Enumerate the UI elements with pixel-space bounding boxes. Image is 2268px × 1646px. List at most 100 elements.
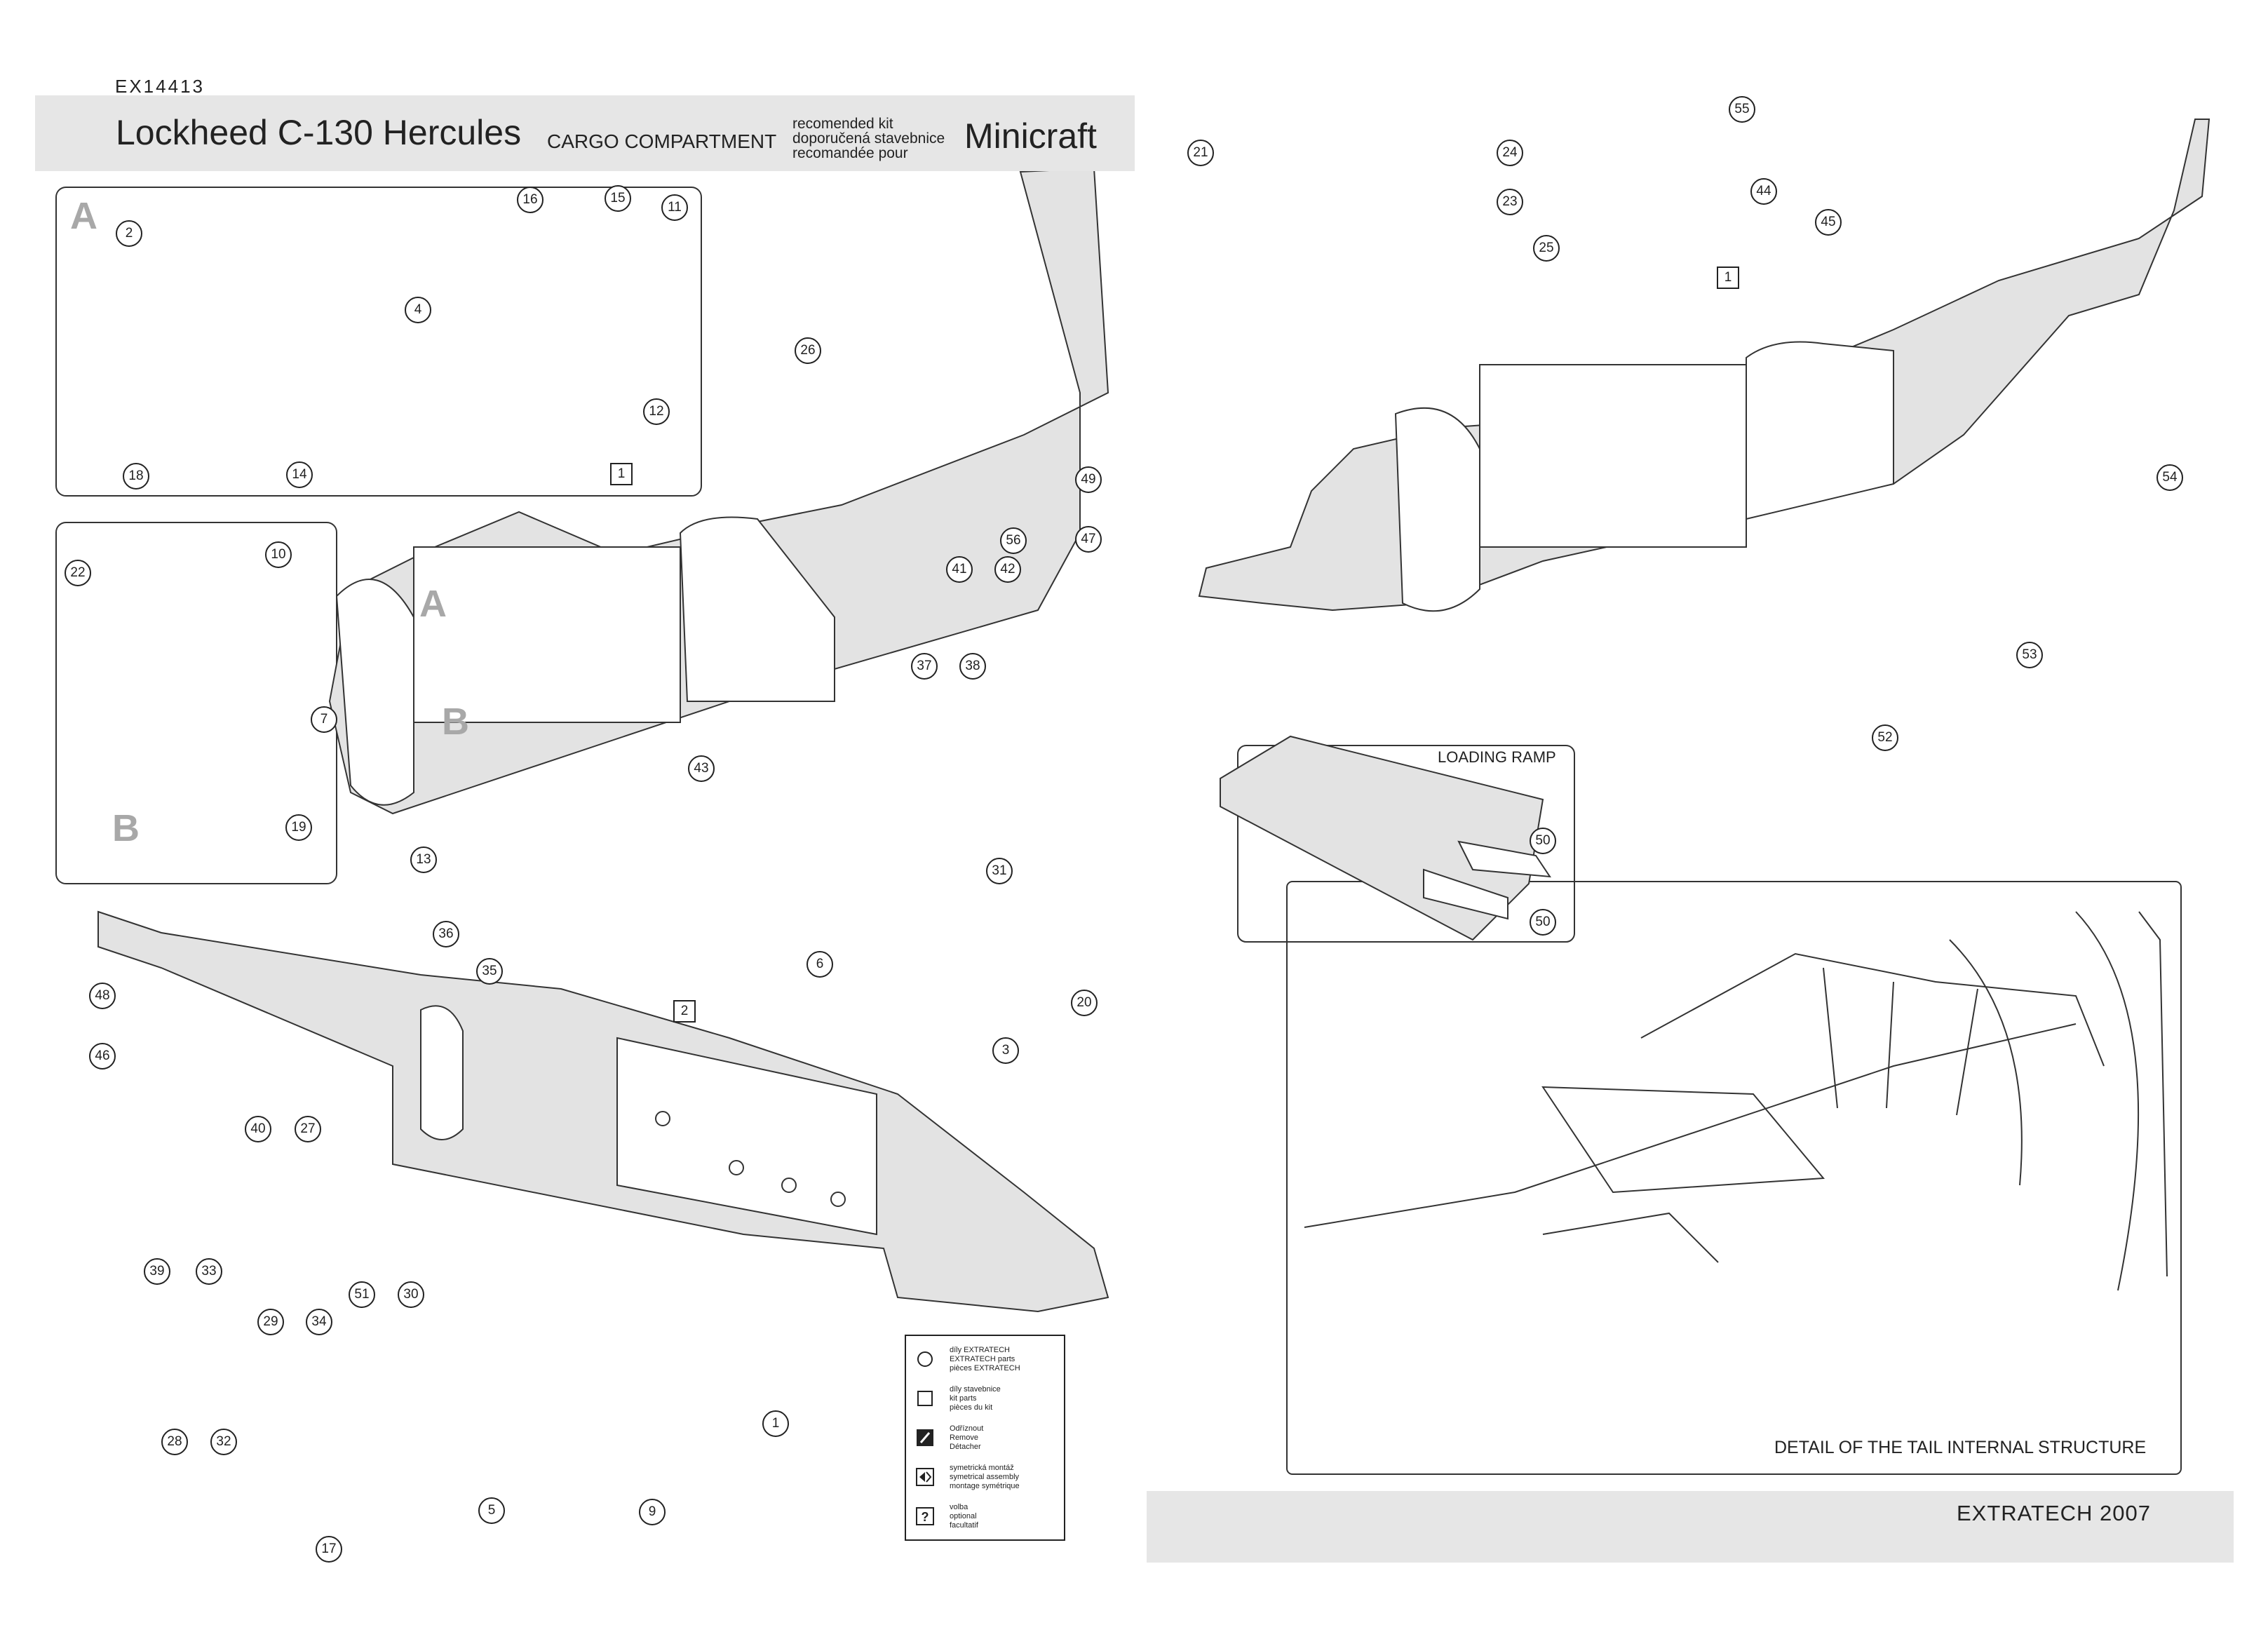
section-letter: A: [419, 583, 447, 625]
part-number: 9: [639, 1499, 666, 1525]
square-icon: [917, 1391, 933, 1406]
part-number: 23: [1497, 189, 1523, 215]
assembly-marker: 1: [1717, 267, 1739, 289]
legend-text: symetrická montáž symetrical assembly mo…: [950, 1464, 1062, 1491]
legend-line: Remove: [950, 1433, 978, 1442]
title-banner: [35, 95, 1135, 171]
tail-structure: [1304, 911, 2168, 1291]
part-number: 10: [265, 541, 292, 568]
legend-text: volba optional facultatif: [950, 1503, 1062, 1530]
part-number: 28: [161, 1429, 188, 1455]
part-number: 50: [1530, 909, 1556, 936]
part-number: 30: [398, 1281, 424, 1308]
part-number: 2: [116, 220, 142, 247]
part-number: 46: [89, 1043, 116, 1070]
kit-note-line: recomandée pour: [792, 145, 908, 161]
section-letter: B: [442, 701, 469, 743]
lower-fuselage: [97, 910, 1109, 1313]
loading-ramp-art: [1220, 735, 1551, 941]
part-number: 26: [795, 337, 821, 364]
part-number: 45: [1815, 209, 1842, 236]
right-fuselage: [1198, 119, 2210, 612]
part-number: 55: [1729, 96, 1755, 123]
ramp-frame: [1237, 745, 1575, 943]
legend-line: facultatif: [950, 1521, 978, 1530]
part-number: 36: [433, 921, 459, 947]
svg-text:?: ?: [922, 1510, 929, 1524]
legend-line: symetrical assembly: [950, 1473, 1020, 1481]
legend-line: pièces EXTRATECH: [950, 1364, 1020, 1372]
part-number: 20: [1071, 990, 1098, 1016]
part-number: 29: [257, 1309, 284, 1335]
part-number: 52: [1872, 724, 1898, 751]
part-number: 32: [210, 1429, 237, 1455]
legend-line: Odříznout: [950, 1424, 984, 1433]
part-number: 40: [245, 1116, 271, 1142]
loading-ramp-label: LOADING RAMP: [1438, 748, 1556, 766]
legend-line: optional: [950, 1512, 977, 1520]
part-number: 7: [311, 706, 337, 733]
part-number: 18: [123, 463, 149, 490]
legend-row: Odříznout Remove Détacher: [914, 1424, 1058, 1463]
section-letter: B: [112, 807, 140, 849]
assembly-marker: 1: [610, 463, 633, 485]
part-number: 35: [476, 958, 503, 985]
part-number: 44: [1750, 178, 1777, 205]
part-number: 11: [661, 194, 688, 221]
kit-code: EX14413: [115, 76, 205, 97]
legend-line: díly stavebnice: [950, 1385, 1001, 1394]
panel-a-frame: [55, 187, 702, 497]
legend-line: díly EXTRATECH: [950, 1346, 1010, 1354]
part-number: 54: [2156, 464, 2183, 491]
part-number: 37: [911, 653, 938, 680]
legend-row: díly stavebnice kit parts pièces du kit: [914, 1385, 1058, 1424]
part-number: 49: [1075, 466, 1102, 493]
legend-row: symetrická montáž symetrical assembly mo…: [914, 1464, 1058, 1502]
page-title: Lockheed C-130 Hercules: [116, 113, 522, 152]
legend-line: EXTRATECH parts: [950, 1355, 1015, 1363]
part-number: 6: [806, 951, 833, 978]
part-number: 39: [144, 1258, 170, 1285]
kit-brand: Minicraft: [964, 116, 1097, 156]
section-letter: A: [70, 195, 97, 237]
part-number: 38: [959, 653, 986, 680]
part-number: 34: [306, 1309, 332, 1335]
footer-text: EXTRATECH 2007: [1957, 1501, 2152, 1525]
legend-text: díly stavebnice kit parts pièces du kit: [950, 1385, 1062, 1412]
part-number: 15: [605, 185, 631, 212]
symmetry-icon: [916, 1468, 934, 1486]
part-number: 14: [286, 461, 313, 488]
legend-line: Détacher: [950, 1443, 981, 1451]
legend-row: díly EXTRATECH EXTRATECH parts pièces EX…: [914, 1346, 1058, 1384]
part-number: 13: [410, 846, 437, 873]
kit-note-line: doporučená stavebnice: [792, 130, 945, 147]
circle-icon: [917, 1351, 933, 1367]
part-number: 16: [517, 187, 544, 213]
legend-line: kit parts: [950, 1394, 977, 1403]
part-number: 1: [762, 1410, 789, 1437]
footer-bar: [1147, 1491, 2234, 1563]
part-number: 41: [946, 556, 973, 583]
part-number: 5: [478, 1497, 505, 1524]
kit-note: recomended kit doporučená stavebnice rec…: [792, 116, 954, 161]
part-number: 25: [1533, 235, 1560, 262]
legend-text: díly EXTRATECH EXTRATECH parts pièces EX…: [950, 1346, 1062, 1373]
part-number: 33: [196, 1258, 222, 1285]
knife-icon: [917, 1429, 933, 1446]
legend-line: symetrická montáž: [950, 1464, 1014, 1472]
upper-fuselage: [328, 167, 1109, 815]
part-number: 12: [643, 398, 670, 425]
legend-line: pièces du kit: [950, 1403, 993, 1412]
legend-line: volba: [950, 1503, 968, 1511]
part-number: 24: [1497, 140, 1523, 166]
part-number: 21: [1187, 140, 1214, 166]
legend: díly EXTRATECH EXTRATECH parts pièces EX…: [905, 1335, 1065, 1541]
page-subtitle: CARGO COMPARTMENT: [547, 130, 777, 152]
assembly-marker: 2: [673, 1000, 696, 1023]
part-number: 22: [65, 560, 91, 586]
part-number: 53: [2016, 642, 2043, 668]
kit-note-line: recomended kit: [792, 116, 893, 132]
part-number: 51: [349, 1281, 375, 1308]
part-number: 42: [994, 556, 1021, 583]
part-number: 31: [986, 858, 1013, 884]
